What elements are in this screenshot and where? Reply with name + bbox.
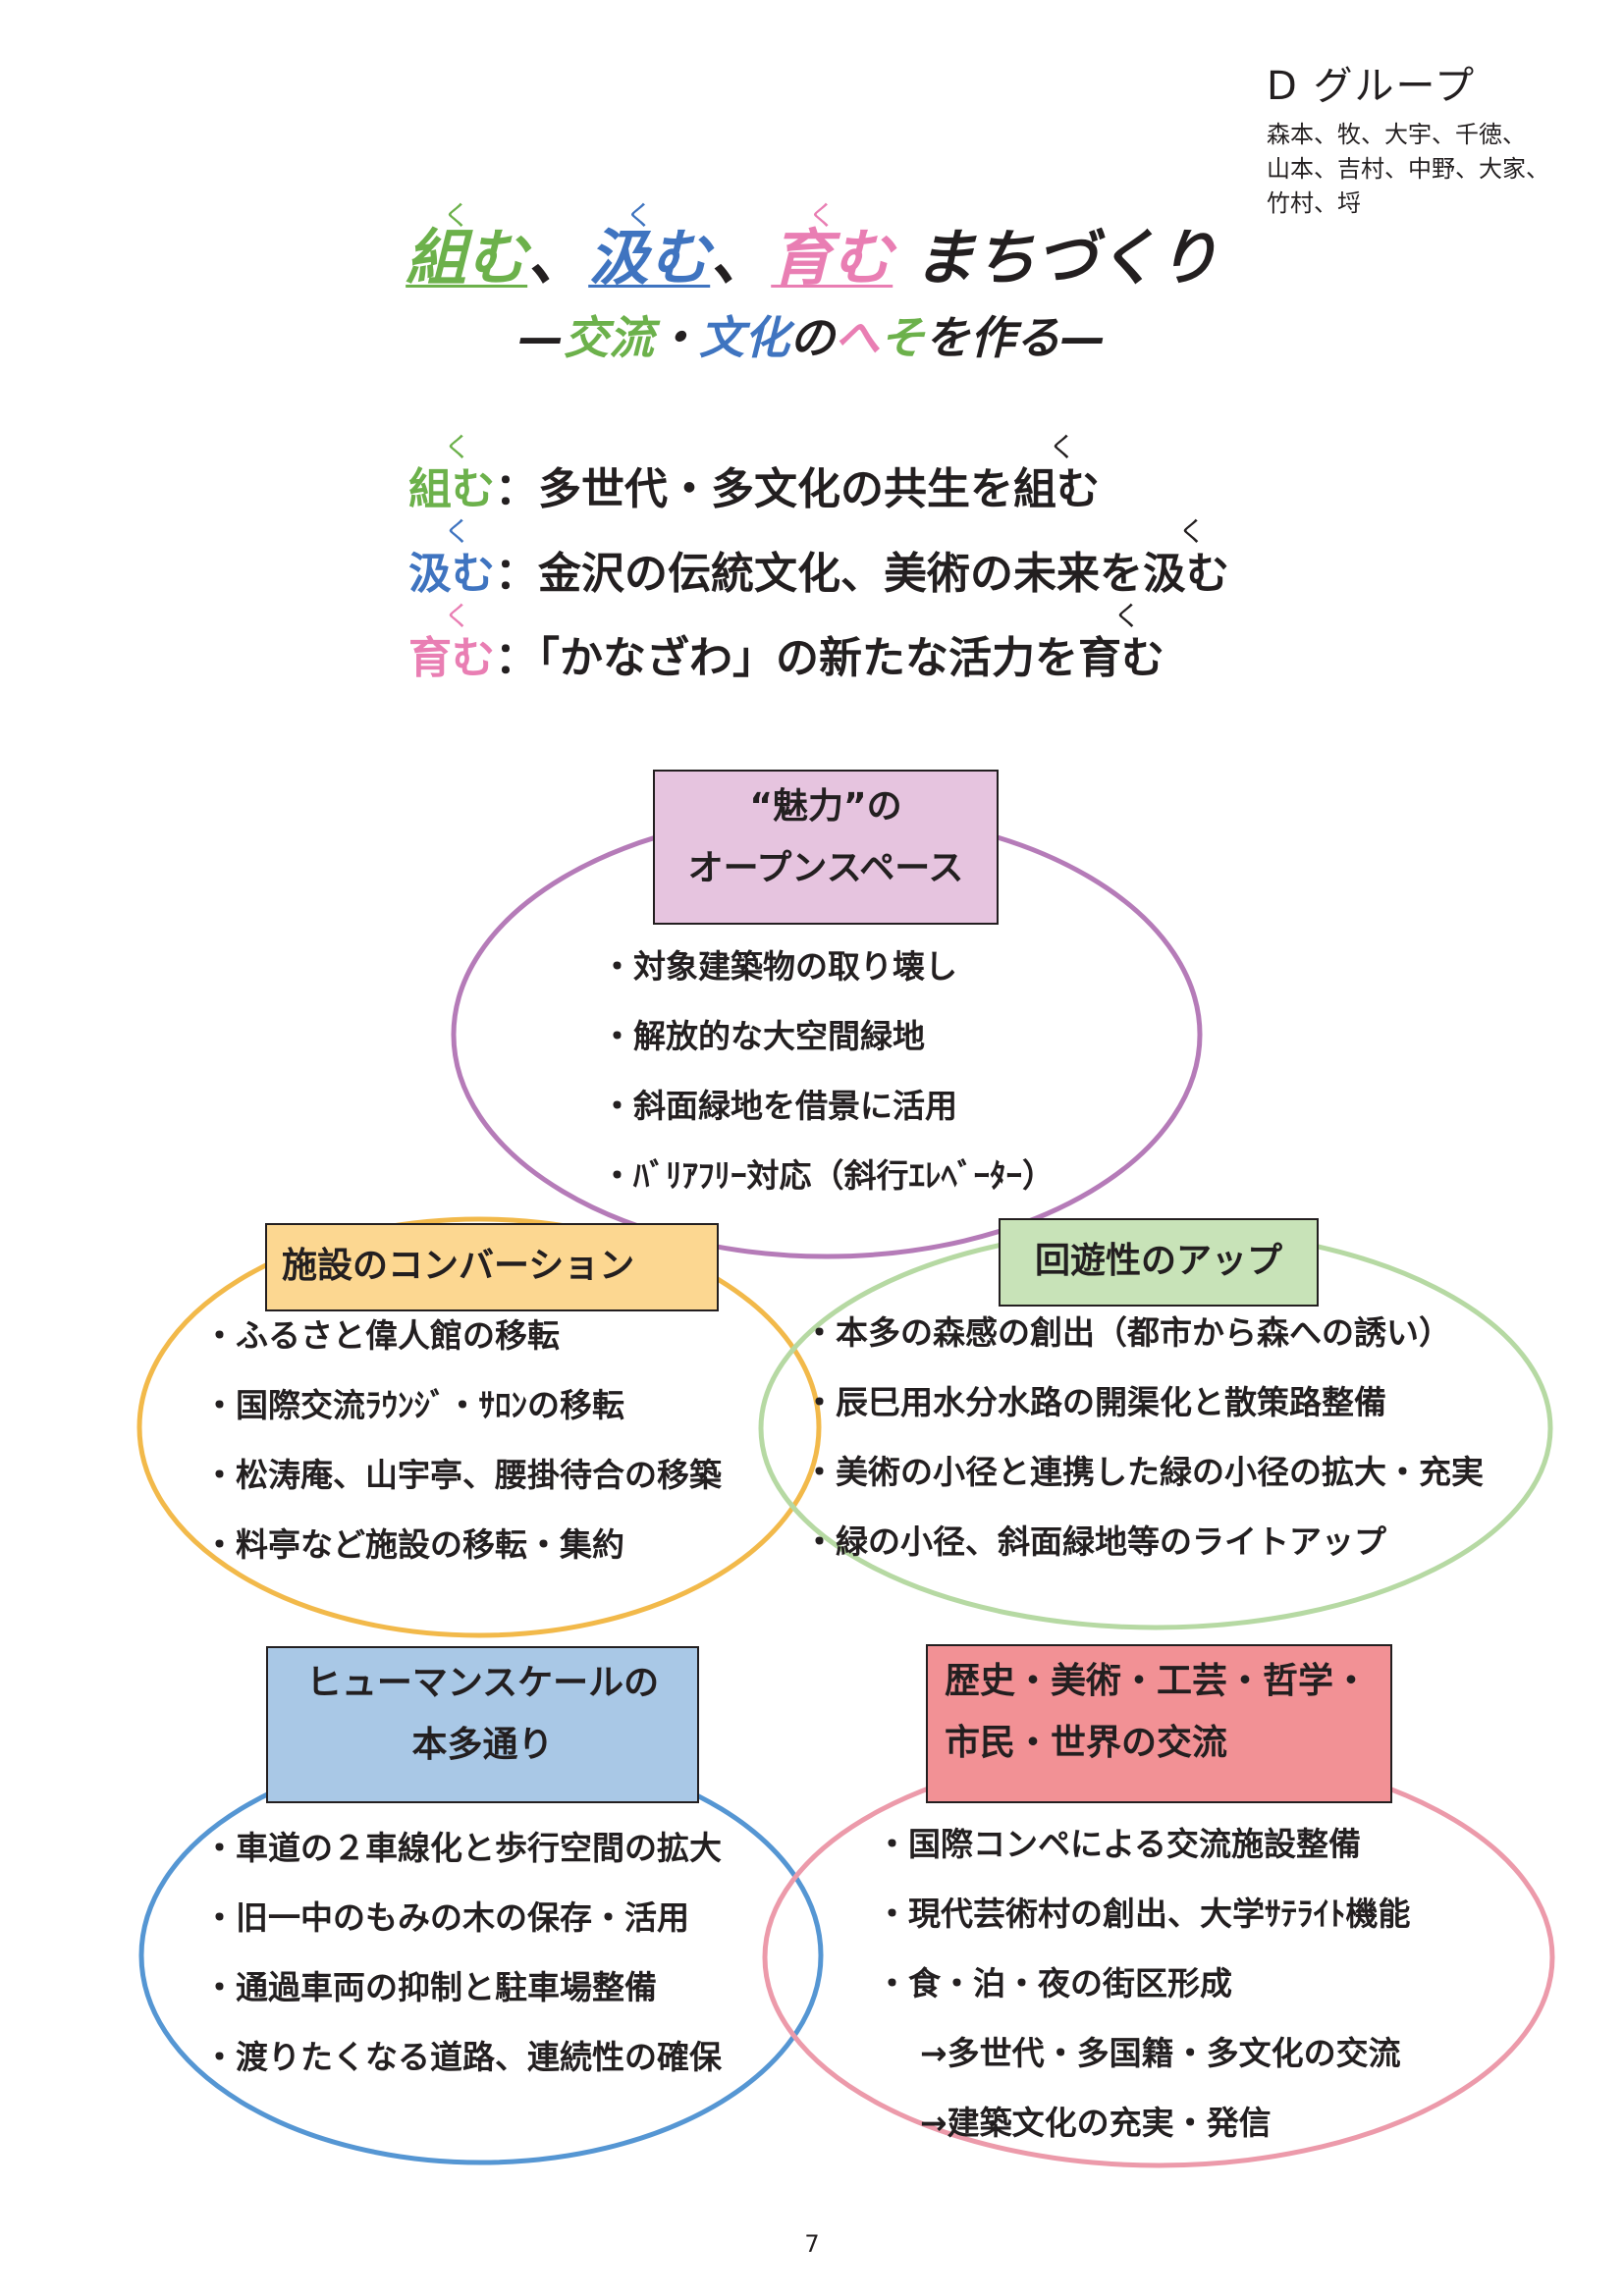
subtitle-part: 交流 — [564, 311, 654, 364]
list-item: 車道の２車線化と歩行空間の拡大 — [203, 1813, 722, 1883]
definition-text-term: く 組む — [1013, 431, 1100, 516]
list-item: 辰巳用水分水路の開渠化と散策路整備 — [803, 1367, 1484, 1437]
label-line: オープンスペース — [687, 848, 964, 888]
label-human-scale: ヒューマンスケールの 本多通り — [266, 1646, 699, 1803]
definition-term: く 組む — [408, 431, 495, 516]
title-hagukumu-wrap: く 育む — [771, 199, 893, 296]
list-exchange: 国際コンペによる交流施設整備 現代芸術村の創出、大学ｻﾃﾗｲﾄ機能 食・泊・夜の… — [876, 1809, 1411, 2158]
ruby-mark: く — [1049, 431, 1077, 463]
group-members: 森本、牧、大宇、千徳、 山本、吉村、中野、大家、 竹村、埒 — [1267, 118, 1549, 221]
list-item: 国際交流ﾗｳﾝｼﾞ・ｻﾛﾝの移転 — [203, 1370, 722, 1440]
definition-term: く 育む — [408, 600, 495, 685]
subtitle-dash: — — [518, 311, 564, 364]
list-open-space: 対象建築物の取り壊し 解放的な大空間緑地 斜面緑地を借景に活用 ﾊﾞﾘｱﾌﾘｰ対… — [601, 932, 1055, 1210]
list-item: 対象建築物の取り壊し — [601, 932, 1055, 1001]
subtitle-dot: ・ — [654, 311, 699, 364]
label-circulation: 回遊性のアップ — [999, 1218, 1319, 1307]
ruby-mark: く — [444, 515, 472, 548]
definition-text: 金沢の伝統文化、美術の未来を — [538, 549, 1143, 599]
title-kumu2: 汲む — [588, 222, 711, 294]
group-name: D グループ — [1267, 64, 1477, 109]
members-line: 山本、吉村、中野、大家、 — [1267, 155, 1549, 183]
label-line: 歴史・美術・工芸・哲学・ — [945, 1661, 1370, 1701]
subtitle-part: の — [789, 311, 835, 364]
label-exchange: 歴史・美術・工芸・哲学・ 市民・世界の交流 — [926, 1644, 1392, 1803]
definition-colon: ： — [495, 464, 538, 514]
list-item: 本多の森感の創出（都市から森への誘い） — [803, 1298, 1484, 1367]
list-circulation: 本多の森感の創出（都市から森への誘い） 辰巳用水分水路の開渠化と散策路整備 美術… — [803, 1298, 1484, 1576]
definition-colon: ： — [495, 633, 538, 683]
ruby-mark: く — [444, 600, 472, 632]
members-line: 森本、牧、大宇、千徳、 — [1267, 121, 1526, 148]
definition-text: 「かなざわ」の新たな活力を — [538, 633, 1078, 683]
label-line: 市民・世界の交流 — [945, 1723, 1228, 1763]
list-item: ふるさと偉人館の移転 — [203, 1301, 722, 1370]
list-item: 現代芸術村の創出、大学ｻﾃﾗｲﾄ機能 — [876, 1879, 1411, 1949]
title-separator: 、 — [527, 222, 589, 294]
list-item: ﾊﾞﾘｱﾌﾘｰ対応（斜行ｴﾚﾍﾞｰﾀｰ） — [601, 1141, 1055, 1210]
list-item: 渡りたくなる道路、連続性の確保 — [203, 2022, 722, 2092]
definition-colon: ： — [495, 549, 538, 599]
label-conversion: 施設のコンバーション — [265, 1223, 719, 1311]
members-line: 竹村、埒 — [1267, 189, 1361, 217]
ruby-mark: く — [808, 199, 837, 232]
page-number: 7 — [804, 2230, 820, 2258]
list-item: 解放的な大空間緑地 — [601, 1001, 1055, 1071]
definition-hagukumu: く 育む ：「かなざわ」の新たな活力を く 育む — [408, 600, 1164, 685]
list-human-scale: 車道の２車線化と歩行空間の拡大 旧一中のもみの木の保存・活用 通過車両の抑制と駐… — [203, 1813, 722, 2092]
subtitle-part: 文化 — [699, 311, 789, 364]
label-line: ヒューマンスケールの — [305, 1663, 660, 1703]
list-item: 料亭など施設の移転・集約 — [203, 1510, 722, 1579]
page-subtitle: —交流・文化のへそを作る— — [0, 302, 1624, 367]
ruby-mark: く — [444, 431, 472, 463]
subtitle-part: へ — [835, 311, 880, 364]
definition-kumu: く 組む ：多世代・多文化の共生を く 組む — [408, 431, 1100, 516]
title-kumu2-wrap: く 汲む — [588, 199, 711, 296]
title-rest: まちづくり — [893, 222, 1218, 294]
definition-text: 多世代・多文化の共生を — [538, 464, 1013, 514]
list-item: 緑の小径、斜面緑地等のライトアップ — [803, 1507, 1484, 1576]
definition-kumu2: く 汲む ：金沢の伝統文化、美術の未来を く 汲む — [408, 515, 1229, 601]
list-sub-item: →多世代・多国籍・多文化の交流 — [920, 2034, 1401, 2072]
title-hagukumu: 育む — [771, 222, 893, 294]
ruby-mark: く — [1113, 600, 1142, 632]
title-kumu: 組む — [406, 222, 528, 294]
list-sub-item: →建築文化の充実・発信 — [920, 2104, 1272, 2142]
label-line: “魅力”の — [749, 786, 902, 827]
list-item: 旧一中のもみの木の保存・活用 — [203, 1883, 722, 1952]
ruby-mark: く — [1178, 515, 1207, 548]
title-separator: 、 — [710, 222, 772, 294]
definition-term: く 汲む — [408, 515, 495, 601]
list-item: 松涛庵、山宇亭、腰掛待合の移築 — [203, 1440, 722, 1510]
list-item: 通過車両の抑制と駐車場整備 — [203, 1952, 722, 2022]
subtitle-rest: を作る— — [925, 311, 1106, 364]
title-kumu-wrap: く 組む — [406, 199, 528, 296]
list-conversion: ふるさと偉人館の移転 国際交流ﾗｳﾝｼﾞ・ｻﾛﾝの移転 松涛庵、山宇亭、腰掛待合… — [203, 1301, 722, 1579]
subtitle-part: そ — [880, 311, 925, 364]
ruby-mark: く — [443, 199, 471, 232]
list-item: 食・泊・夜の街区形成 — [876, 1949, 1411, 2018]
label-line: 本多通り — [411, 1725, 554, 1765]
definition-text-term: く 汲む — [1143, 515, 1229, 601]
list-item: 美術の小径と連携した緑の小径の拡大・充実 — [803, 1437, 1484, 1507]
label-open-space: “魅力”の オープンスペース — [653, 770, 999, 925]
list-item: 斜面緑地を借景に活用 — [601, 1071, 1055, 1141]
ruby-mark: く — [625, 199, 654, 232]
list-item: 国際コンペによる交流施設整備 — [876, 1809, 1411, 1879]
page-title: く 組む 、 く 汲む 、 く 育む まちづくり — [0, 199, 1624, 296]
definition-text-term: く 育む — [1078, 600, 1164, 685]
